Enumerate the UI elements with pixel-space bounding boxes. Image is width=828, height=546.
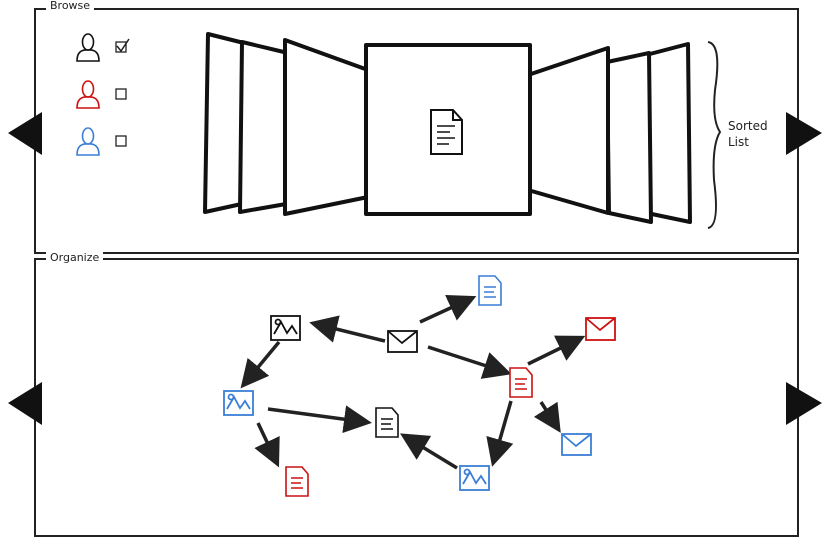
browse-prev-arrow-icon[interactable] <box>8 112 42 155</box>
edge <box>533 401 561 433</box>
edge <box>400 433 458 470</box>
image-icon[interactable] <box>223 390 254 416</box>
browse-panel-title: Browse <box>46 0 95 12</box>
document-icon[interactable] <box>478 275 502 306</box>
edge <box>240 340 281 389</box>
user-red-icon <box>76 80 100 109</box>
coverflow-page-right-2[interactable] <box>605 51 653 224</box>
coverflow[interactable] <box>203 32 692 224</box>
user-filter-red[interactable] <box>76 80 127 109</box>
coverflow-page-right-1[interactable] <box>526 46 610 215</box>
browse-next-arrow-icon[interactable] <box>786 112 822 155</box>
edge <box>267 405 372 434</box>
checkbox-unchecked-icon[interactable] <box>115 135 127 147</box>
edge <box>419 295 477 324</box>
sorted-list-label-line2: List <box>728 135 749 149</box>
user-blue-icon <box>76 127 100 156</box>
sorted-list-label: Sorted List <box>728 118 768 150</box>
email-icon[interactable] <box>561 433 592 456</box>
sorted-list-brace <box>707 41 722 229</box>
edge <box>427 345 512 379</box>
edge <box>486 400 514 467</box>
document-icon[interactable] <box>509 367 533 398</box>
image-icon[interactable] <box>459 465 490 491</box>
user-filter-blue[interactable] <box>76 127 127 156</box>
document-icon[interactable] <box>375 407 399 438</box>
organize-prev-arrow-icon[interactable] <box>8 382 42 425</box>
sorted-list-label-line1: Sorted <box>728 119 768 133</box>
user-filter-black[interactable] <box>76 33 130 62</box>
organize-panel-title: Organize <box>46 252 104 264</box>
coverflow-page-left-3[interactable] <box>283 38 370 216</box>
coverflow-page-left-2[interactable] <box>238 40 290 214</box>
edge <box>309 315 386 343</box>
image-icon[interactable] <box>270 315 301 341</box>
checkbox-checked-icon[interactable] <box>115 38 130 53</box>
document-icon <box>430 109 463 155</box>
checkbox-unchecked-icon[interactable] <box>115 88 127 100</box>
document-icon[interactable] <box>285 466 309 497</box>
email-icon[interactable] <box>585 317 616 341</box>
organize-panel-frame <box>34 258 799 537</box>
edge <box>527 335 586 366</box>
graph-edges <box>240 295 586 470</box>
edge <box>254 422 280 468</box>
organize-next-arrow-icon[interactable] <box>786 382 822 425</box>
user-black-icon <box>76 33 100 62</box>
email-icon[interactable] <box>387 330 418 353</box>
